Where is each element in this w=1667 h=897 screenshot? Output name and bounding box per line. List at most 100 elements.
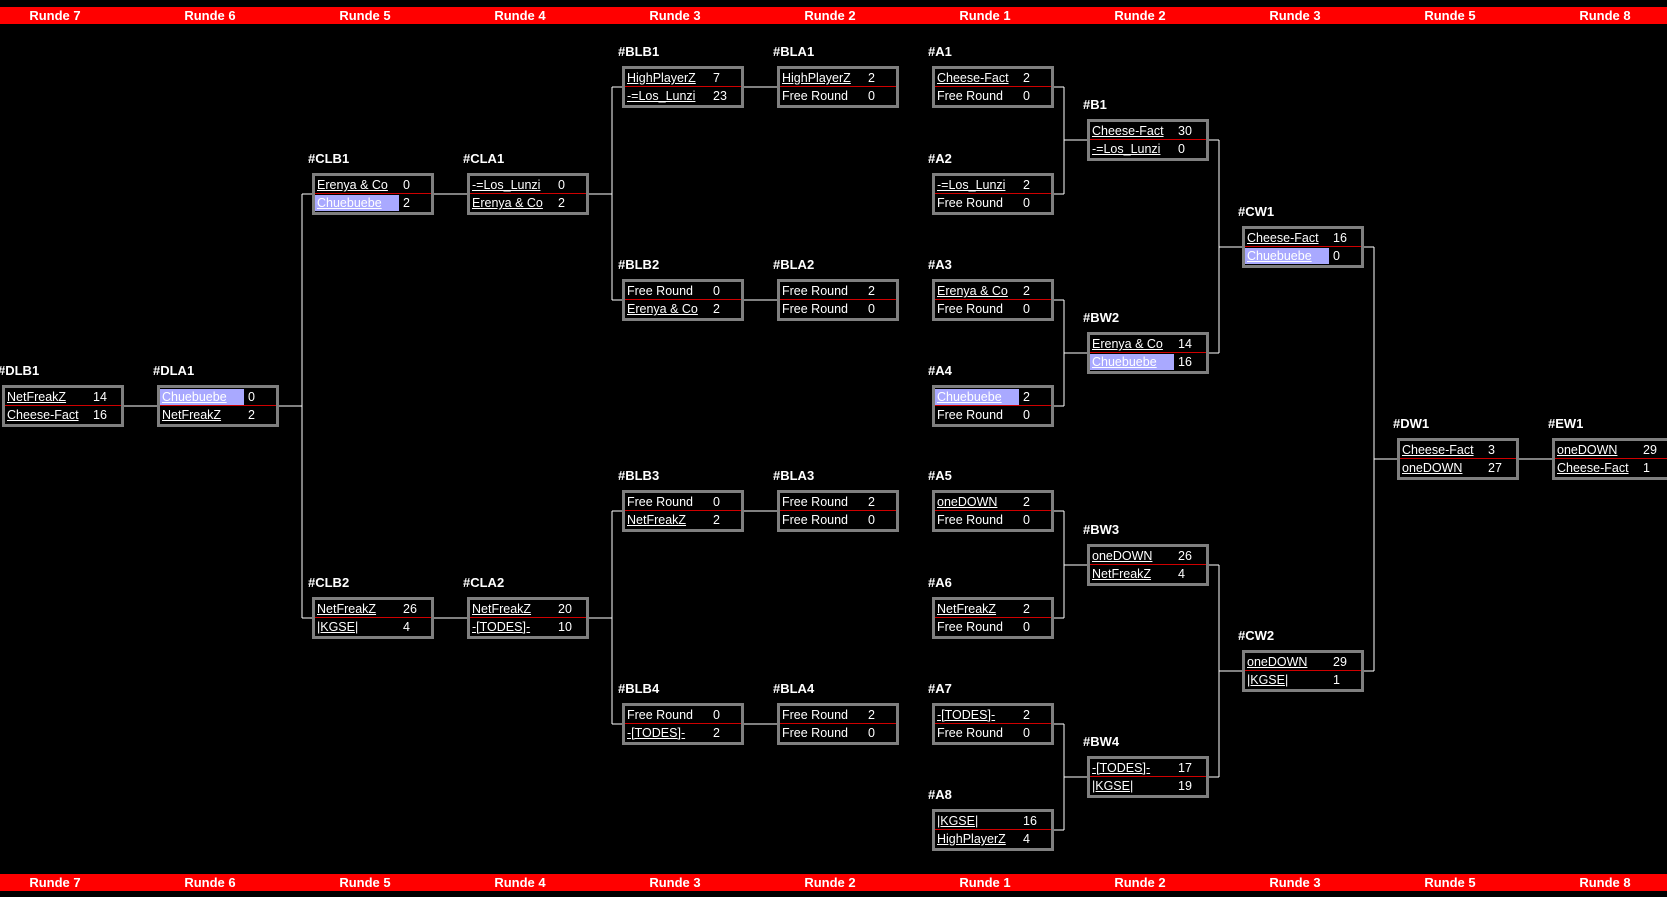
team-link[interactable]: HighPlayerZ [937,832,1006,846]
team-link[interactable]: oneDOWN [1247,655,1308,669]
match-slot: -[TODES]-2 [625,724,741,742]
team-link[interactable]: NetFreakZ [7,390,67,404]
team-link[interactable]: -[TODES]- [627,726,686,740]
round-label-9: Runde 3 [1269,8,1321,23]
team-link[interactable]: oneDOWN [1402,461,1463,475]
team-link[interactable]: |KGSE| [317,620,359,634]
match-slot: Cheese-Fact 16 [1245,229,1361,247]
team-link[interactable]: NetFreakZ [472,602,532,616]
team-link[interactable]: Erenya & Co [627,302,698,316]
team-link[interactable]: NetFreakZ [1092,567,1152,581]
team-link[interactable]: |KGSE| [1092,779,1134,793]
match-id-label: #A2 [928,151,952,166]
team-score: 2 [1023,390,1030,404]
round-label-9: Runde 3 [1269,875,1321,890]
match-slot: Cheese-Fact 3 [1400,441,1516,459]
team-link[interactable]: oneDOWN [1557,443,1618,457]
team-link[interactable]: -[TODES]- [937,708,996,722]
team-link[interactable]: Cheese-Fact [1247,231,1319,245]
team-link[interactable]: Erenya & Co [317,178,388,192]
team-link[interactable]: Cheese-Fact [937,71,1009,85]
match-slot: -[TODES]-10 [470,618,586,636]
team-score: 26 [1178,549,1192,563]
team-link[interactable]: Chuebuebe [935,389,1019,405]
team-score: 0 [558,178,565,192]
team-score: 16 [1333,231,1347,245]
match-id-label: #BLA1 [773,44,815,59]
team-link[interactable]: HighPlayerZ [782,71,851,85]
team-link[interactable]: NetFreakZ [162,408,222,422]
team-link[interactable]: -=Los_Lunzi [472,178,541,192]
free-round-label: Free Round [627,495,694,509]
team-score: 30 [1178,124,1192,138]
team-score: 2 [713,513,720,527]
team-score: 3 [1488,443,1495,457]
team-link[interactable]: -[TODES]- [472,620,531,634]
team-link[interactable]: Chuebuebe [160,389,244,405]
team-link[interactable]: -=Los_Lunzi [627,89,696,103]
match-id-label: #DLA1 [153,363,195,378]
team-score: 0 [403,178,410,192]
team-score: 2 [1023,284,1030,298]
team-link[interactable]: -=Los_Lunzi [937,178,1006,192]
free-round-label: Free Round [627,708,694,722]
match-id-label: #DW1 [1393,416,1430,431]
team-link[interactable]: Chuebuebe [315,195,399,211]
team-link[interactable]: Erenya & Co [1092,337,1163,351]
team-score: 0 [1023,726,1030,740]
team-link[interactable]: |KGSE| [937,814,979,828]
team-link[interactable]: oneDOWN [937,495,998,509]
team-link[interactable]: -=Los_Lunzi [1092,142,1161,156]
team-link[interactable]: -[TODES]- [1092,761,1151,775]
team-link[interactable]: NetFreakZ [937,602,997,616]
team-link[interactable]: HighPlayerZ [627,71,696,85]
team-link[interactable]: NetFreakZ [627,513,687,527]
team-link[interactable]: |KGSE| [1247,673,1289,687]
team-score: 16 [1178,355,1192,369]
team-link[interactable]: oneDOWN [1092,549,1153,563]
team-link[interactable]: Cheese-Fact [7,408,79,422]
match-id-label: #CLA1 [463,151,505,166]
team-score: 0 [1023,513,1030,527]
team-link[interactable]: Cheese-Fact [1092,124,1164,138]
team-link[interactable]: Erenya & Co [937,284,1008,298]
team-score: 0 [1023,620,1030,634]
team-link[interactable]: Chuebuebe [1245,248,1329,264]
team-link[interactable]: Erenya & Co [472,196,543,210]
team-link[interactable]: Chuebuebe [1090,354,1174,370]
team-score: 17 [1178,761,1192,775]
team-link[interactable]: NetFreakZ [317,602,377,616]
round-label-8: Runde 2 [1114,875,1166,890]
team-link[interactable]: Cheese-Fact [1402,443,1474,457]
team-link[interactable]: Cheese-Fact [1557,461,1629,475]
match-bw4: #BW4-[TODES]-17|KGSE|19 [1083,734,1209,798]
free-round-label: Free Round [937,726,1004,740]
match-id-label: #CLB2 [308,575,350,590]
free-round-label: Free Round [782,495,849,509]
